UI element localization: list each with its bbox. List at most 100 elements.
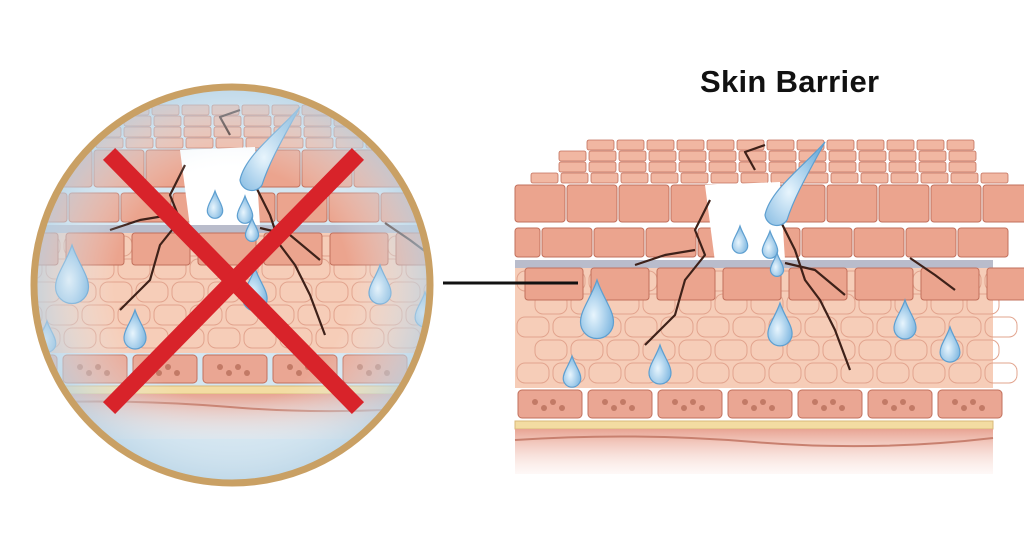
stratum-corneum-top-brick bbox=[560, 172, 589, 184]
cell-nucleus bbox=[672, 399, 678, 405]
cell-nucleus bbox=[445, 364, 451, 370]
keratinocyte-cell bbox=[678, 339, 712, 361]
skin-crack bbox=[644, 199, 711, 346]
water-droplet-icon bbox=[761, 229, 779, 259]
keratinocyte-cell bbox=[732, 316, 766, 338]
stratum-corneum-top-brick bbox=[423, 126, 428, 138]
stratum-corneum-top-brick bbox=[766, 139, 795, 151]
keratinocyte-cell bbox=[442, 259, 474, 279]
corneocyte-brick bbox=[905, 227, 957, 258]
basal-cell bbox=[867, 389, 933, 419]
corneocyte-brick bbox=[566, 184, 618, 223]
stratum-corneum-top-brick bbox=[826, 139, 855, 151]
stratum-corneum-top-brick bbox=[530, 172, 559, 184]
keratinocyte-cell bbox=[768, 362, 802, 384]
stratum-corneum-top-brick bbox=[616, 139, 645, 151]
water-droplet-icon bbox=[939, 325, 961, 363]
stratum-corneum-top-brick bbox=[916, 139, 945, 151]
stratum-corneum-top-brick bbox=[858, 161, 887, 173]
cell-nucleus bbox=[620, 399, 626, 405]
skin-crack bbox=[784, 261, 846, 296]
stratum-corneum-top-brick bbox=[918, 161, 947, 173]
stratum-corneum-top-brick bbox=[648, 161, 677, 173]
stratum-corneum-top-brick bbox=[678, 150, 707, 162]
cell-nucleus bbox=[882, 399, 888, 405]
keratinocyte-cell bbox=[840, 362, 874, 384]
keratinocyte-cell bbox=[516, 316, 550, 338]
keratinocyte-cell bbox=[912, 362, 946, 384]
corneocyte-brick bbox=[853, 227, 905, 258]
stratum-corneum-top-brick bbox=[361, 104, 390, 116]
skin-crack bbox=[743, 143, 766, 171]
stratum-corneum-top-brick bbox=[423, 115, 428, 127]
stratum-corneum-top-brick bbox=[768, 161, 797, 173]
keratinocyte-cell bbox=[696, 362, 730, 384]
water-droplet-icon bbox=[769, 251, 785, 277]
stratum-corneum-top-brick bbox=[646, 139, 675, 151]
stratum-corneum-top-brick bbox=[860, 172, 889, 184]
stratum-corneum-top-brick bbox=[91, 104, 120, 116]
water-droplet-icon bbox=[579, 278, 615, 340]
stratum-corneum-top-brick bbox=[948, 161, 977, 173]
stratum-corneum-top-brick bbox=[558, 161, 587, 173]
corneocyte-brick bbox=[433, 193, 483, 222]
cell-nucleus bbox=[532, 399, 538, 405]
stratum-corneum-top-brick bbox=[888, 161, 917, 173]
stratum-corneum-top-brick bbox=[421, 104, 428, 116]
corneocyte-brick bbox=[514, 227, 541, 258]
keratinocyte-cell bbox=[460, 282, 492, 302]
stratum-corneum-top-brick bbox=[708, 150, 737, 162]
corneocyte-brick bbox=[986, 267, 1024, 301]
magnified-damaged-barrier bbox=[0, 83, 508, 487]
stratum-corneum-top-brick bbox=[676, 139, 705, 151]
keratinocyte-cell bbox=[534, 339, 568, 361]
keratinocyte-cell bbox=[984, 316, 1018, 338]
stratum-corneum-top-brick bbox=[36, 115, 62, 127]
stratum-corneum-top-brick bbox=[680, 172, 709, 184]
stratum-corneum-top-brick bbox=[856, 139, 885, 151]
corneocyte-brick bbox=[826, 184, 878, 223]
stratum-corneum-top-brick bbox=[61, 104, 90, 116]
diagram-title: Skin Barrier bbox=[700, 64, 880, 99]
water-droplet-icon bbox=[562, 354, 582, 388]
keratinocyte-cell bbox=[948, 362, 982, 384]
basal-cell bbox=[727, 389, 793, 419]
keratinocyte-cell bbox=[442, 305, 474, 325]
stratum-corneum-top-brick bbox=[36, 137, 64, 149]
stratum-corneum-top-brick bbox=[918, 150, 947, 162]
stratum-corneum-top-brick bbox=[588, 150, 617, 162]
stratum-corneum-top-brick bbox=[768, 150, 797, 162]
water-droplet-icon bbox=[764, 141, 826, 227]
cell-nucleus bbox=[25, 364, 31, 370]
keratinocyte-cell bbox=[786, 339, 820, 361]
stratum-corneum-top-brick bbox=[558, 150, 587, 162]
water-droplet-icon bbox=[893, 298, 917, 340]
cell-nucleus bbox=[454, 370, 460, 376]
skin-cross-section bbox=[514, 139, 1024, 474]
basal-cell bbox=[937, 389, 1003, 419]
cell-nucleus bbox=[36, 370, 40, 376]
cell-nucleus bbox=[760, 399, 766, 405]
keratinocyte-cell bbox=[606, 339, 640, 361]
keratinocyte-cell bbox=[460, 328, 492, 348]
cell-nucleus bbox=[559, 405, 565, 411]
stratum-corneum-top-brick bbox=[890, 172, 919, 184]
corneocyte-brick bbox=[458, 150, 508, 187]
stratum-corneum-top-brick bbox=[395, 137, 424, 149]
cell-nucleus bbox=[16, 370, 22, 376]
corneocyte-brick bbox=[957, 227, 1009, 258]
cell-nucleus bbox=[427, 364, 428, 370]
cell-nucleus bbox=[602, 399, 608, 405]
keratinocyte-cell bbox=[858, 339, 892, 361]
keratinocyte-cell bbox=[894, 339, 928, 361]
keratinocyte-cell bbox=[516, 362, 550, 384]
water-droplet-icon bbox=[731, 224, 749, 254]
stratum-corneum-top-brick bbox=[363, 115, 392, 127]
corneocyte-brick bbox=[645, 227, 697, 258]
corneocyte-brick bbox=[920, 267, 980, 301]
keratinocyte-cell bbox=[624, 316, 658, 338]
keratinocyte-cell bbox=[876, 362, 910, 384]
corneocyte-brick bbox=[0, 193, 15, 222]
cell-nucleus bbox=[681, 405, 687, 411]
stratum-corneum-top-brick bbox=[454, 127, 481, 137]
